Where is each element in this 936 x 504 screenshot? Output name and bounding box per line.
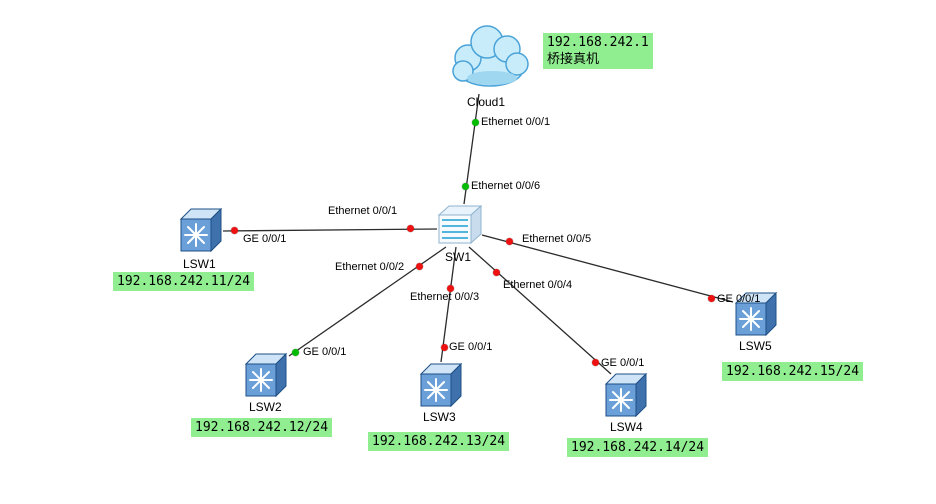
annotation-line: 192.168.242.11/24 — [117, 274, 251, 289]
port-status-dot-down — [446, 284, 454, 292]
device-lsw5[interactable] — [732, 291, 778, 337]
port-label: Ethernet 0/0/3 — [410, 291, 480, 303]
annotation-lsw2-note[interactable]: 192.168.242.12/24 — [191, 418, 333, 437]
port-status-dot-up — [461, 182, 469, 190]
port-label: GE 0/0/1 — [601, 357, 645, 369]
port-status-dot-up — [471, 118, 479, 126]
annotation-cloud-note[interactable]: 192.168.242.1 桥接真机 — [543, 33, 653, 69]
port-label: Ethernet 0/0/5 — [522, 233, 592, 245]
annotation-lsw3-note[interactable]: 192.168.242.13/24 — [368, 432, 510, 451]
port-label: Ethernet 0/0/2 — [335, 261, 405, 273]
device-lsw3[interactable] — [417, 362, 463, 408]
annotation-line: 桥接真机 — [547, 52, 600, 67]
annotation-line: 192.168.242.13/24 — [372, 434, 506, 449]
annotation-line: 192.168.242.12/24 — [195, 420, 329, 435]
port-status-dot-up — [291, 348, 299, 356]
port-status-dot-down — [230, 226, 238, 234]
port-status-dot-down — [415, 262, 423, 270]
device-label-sw1: SW1 — [445, 250, 472, 264]
annotation-line: 192.168.242.14/24 — [571, 440, 705, 455]
port-label: GE 0/0/1 — [243, 233, 287, 245]
device-sw1[interactable] — [437, 203, 483, 247]
lan-switch-icon — [179, 207, 223, 253]
device-lsw4[interactable] — [602, 372, 648, 418]
device-cloud1[interactable] — [448, 16, 532, 94]
annotation-line: 192.168.242.15/24 — [726, 364, 860, 379]
port-label: GE 0/0/1 — [449, 341, 493, 353]
annotation-lsw1-note[interactable]: 192.168.242.11/24 — [113, 272, 255, 291]
link-sw1-lsw5[interactable] — [481, 234, 734, 303]
port-status-dot-down — [707, 294, 715, 302]
port-status-dot-down — [505, 237, 513, 245]
lan-switch-icon — [734, 291, 778, 337]
device-label-lsw4: LSW4 — [610, 420, 643, 434]
port-label: Ethernet 0/0/6 — [471, 180, 541, 192]
port-label: GE 0/0/1 — [717, 293, 761, 305]
device-label-cloud1: Cloud1 — [467, 95, 506, 109]
switch-icon — [437, 204, 483, 245]
port-label: Ethernet 0/0/4 — [503, 279, 573, 291]
annotation-lsw4-note[interactable]: 192.168.242.14/24 — [567, 438, 709, 457]
port-status-dot-down — [440, 343, 448, 351]
lan-switch-icon — [244, 352, 288, 398]
link-sw1-lsw1[interactable] — [222, 228, 438, 232]
device-label-lsw1: LSW1 — [183, 257, 216, 271]
lan-switch-icon — [604, 372, 648, 418]
device-lsw2[interactable] — [242, 352, 288, 398]
device-label-lsw2: LSW2 — [249, 400, 282, 414]
link-sw1-lsw3[interactable] — [440, 246, 457, 363]
port-status-dot-down — [406, 224, 414, 232]
link-sw1-lsw4[interactable] — [468, 246, 612, 375]
annotation-lsw5-note[interactable]: 192.168.242.15/24 — [722, 362, 864, 381]
port-status-dot-down — [591, 358, 599, 366]
annotation-line: 192.168.242.1 — [547, 35, 649, 50]
device-label-lsw5: LSW5 — [739, 339, 772, 353]
port-label: GE 0/0/1 — [303, 346, 347, 358]
port-label: Ethernet 0/0/1 — [328, 205, 398, 217]
port-status-dot-down — [492, 268, 500, 276]
lan-switch-icon — [419, 362, 463, 408]
device-lsw1[interactable] — [177, 207, 223, 253]
device-label-lsw3: LSW3 — [423, 410, 456, 424]
port-label: Ethernet 0/0/1 — [481, 116, 551, 128]
cloud-icon — [452, 25, 529, 87]
